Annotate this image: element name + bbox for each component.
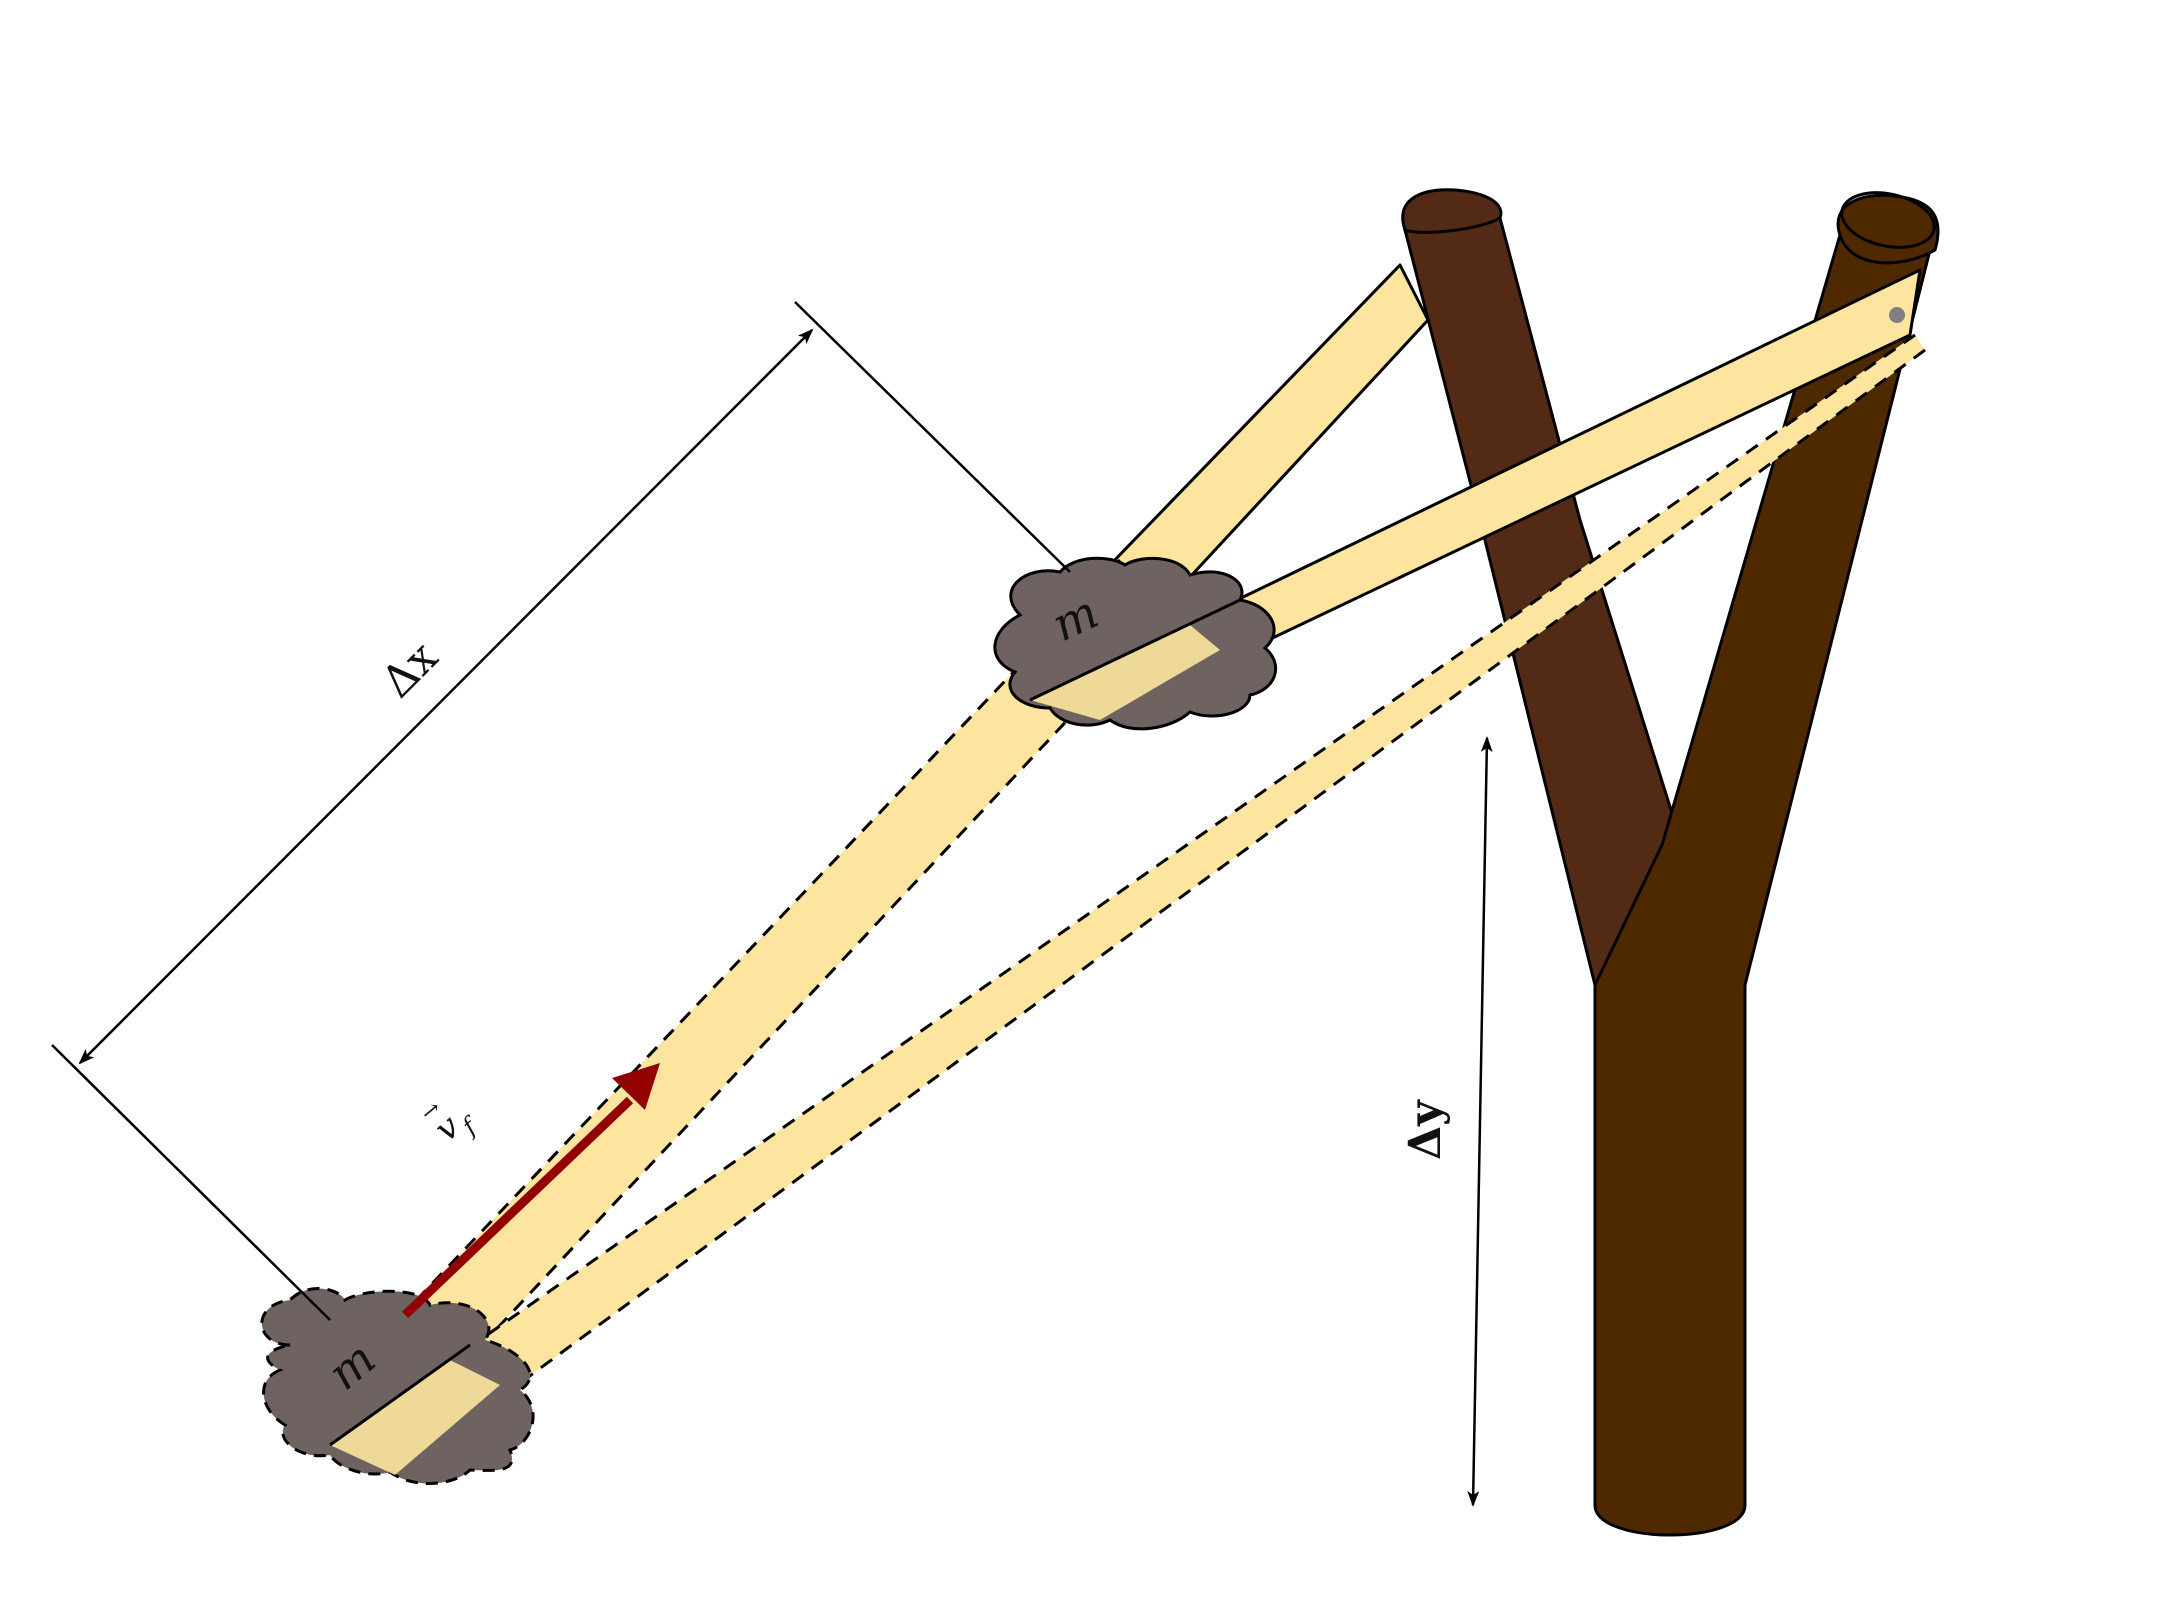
delta-x-extension-top — [794, 301, 1071, 573]
delta-y-dimension: Δy — [1400, 736, 1493, 1507]
mass-initial: m — [993, 556, 1278, 731]
trunk-body — [1593, 233, 1932, 1537]
mass-initial-blob — [993, 556, 1278, 731]
delta-y-label: Δy — [1400, 1099, 1451, 1160]
left-arm-top — [1401, 188, 1503, 234]
velocity-arrow-shaft — [401, 1096, 634, 1319]
right-arm-top — [1836, 193, 1940, 265]
delta-x-label: Δx — [372, 632, 448, 708]
mass-final: m — [260, 1286, 535, 1485]
slingshot-left-arm — [1401, 188, 1684, 988]
band-front-pouch — [1030, 625, 1220, 720]
delta-y-arrow — [1467, 736, 1493, 1507]
band-pivot-dot — [1889, 307, 1905, 323]
right-arm-top-cap — [1840, 191, 1936, 249]
slingshot-trunk — [1593, 191, 1940, 1537]
band-final-front-strip — [330, 335, 1925, 1475]
delta-x-extension-bottom — [51, 1044, 331, 1321]
delta-x-arrow — [78, 328, 814, 1065]
velocity-arrow-head — [612, 1063, 660, 1110]
band-final-front-pouch — [330, 1360, 500, 1475]
mass-final-blob — [260, 1286, 535, 1485]
